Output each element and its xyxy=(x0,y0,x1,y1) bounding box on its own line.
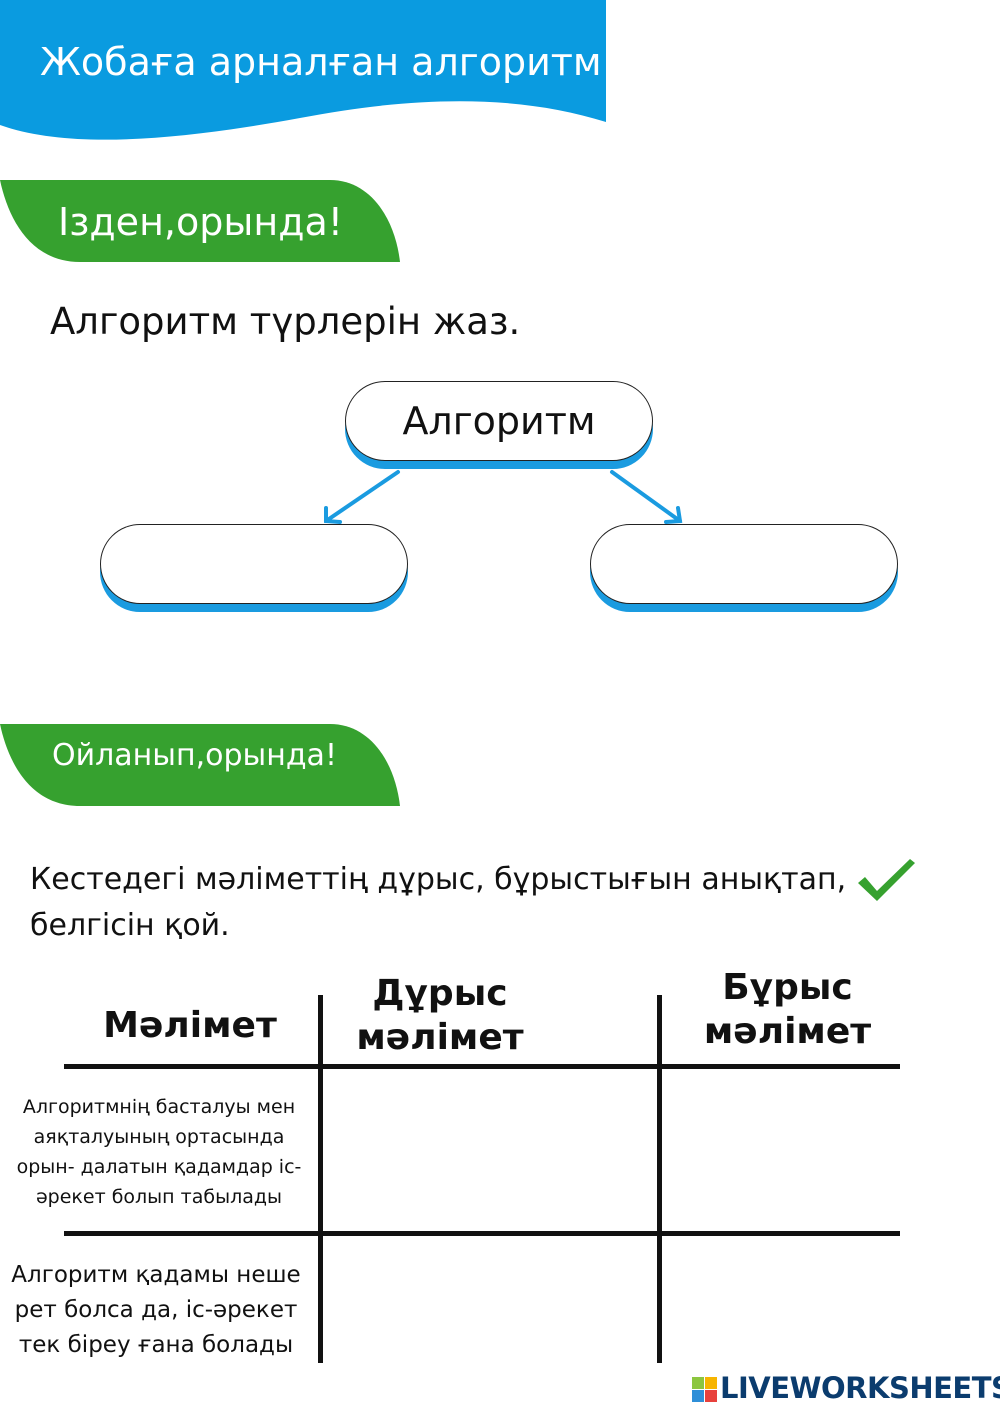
table-header-correct: Дұрыс мәлімет xyxy=(356,973,524,1058)
arrow-right xyxy=(610,470,682,523)
liveworksheets-logo: LIVEWORKSHEETS xyxy=(720,1371,1000,1405)
arrow-left xyxy=(324,470,400,523)
header-banner xyxy=(0,0,606,140)
section1-banner xyxy=(0,180,400,262)
table-row-2-correct-cell[interactable] xyxy=(330,1242,652,1362)
table-row-1-correct-cell[interactable] xyxy=(330,1075,652,1225)
table-row-1-text: Алгоритмнің басталуы мен аяқталуының орт… xyxy=(16,1096,302,1208)
diagram-arrows xyxy=(324,470,683,524)
section2-instruction-line2: белгісін қой. xyxy=(30,908,230,943)
diagram-root-box: Алгоритм xyxy=(345,381,653,461)
checkmark-icon xyxy=(858,859,915,901)
table-row-1-wrong-cell[interactable] xyxy=(668,1075,900,1225)
page-title: Жобаға арналған алгоритм xyxy=(40,40,602,84)
section1-instruction: Алгоритм түрлерін жаз. xyxy=(50,300,521,343)
table-header-info: Мәлімет xyxy=(103,1005,277,1046)
answer-box-right[interactable] xyxy=(590,524,898,604)
table-header-wrong: Бұрыс мәлімет xyxy=(703,967,872,1052)
table-divider xyxy=(64,1064,900,1069)
answer-box-left[interactable] xyxy=(100,524,408,604)
table-divider xyxy=(318,995,323,1363)
section2-label: Ойланып,орында! xyxy=(52,738,337,773)
table-divider xyxy=(657,995,662,1363)
section2-banner xyxy=(0,724,400,806)
section2-instruction-line1: Кестедегі мәліметтің дұрыс, бұрыстығын а… xyxy=(30,862,847,897)
section1-label: Ізден,орында! xyxy=(58,200,343,244)
table-row-2-wrong-cell[interactable] xyxy=(668,1242,900,1362)
table-divider xyxy=(64,1231,900,1236)
table-row-2-text: Алгоритм қадамы неше рет болса да, іс-әр… xyxy=(11,1262,301,1358)
liveworksheets-logo-icon xyxy=(692,1377,717,1402)
